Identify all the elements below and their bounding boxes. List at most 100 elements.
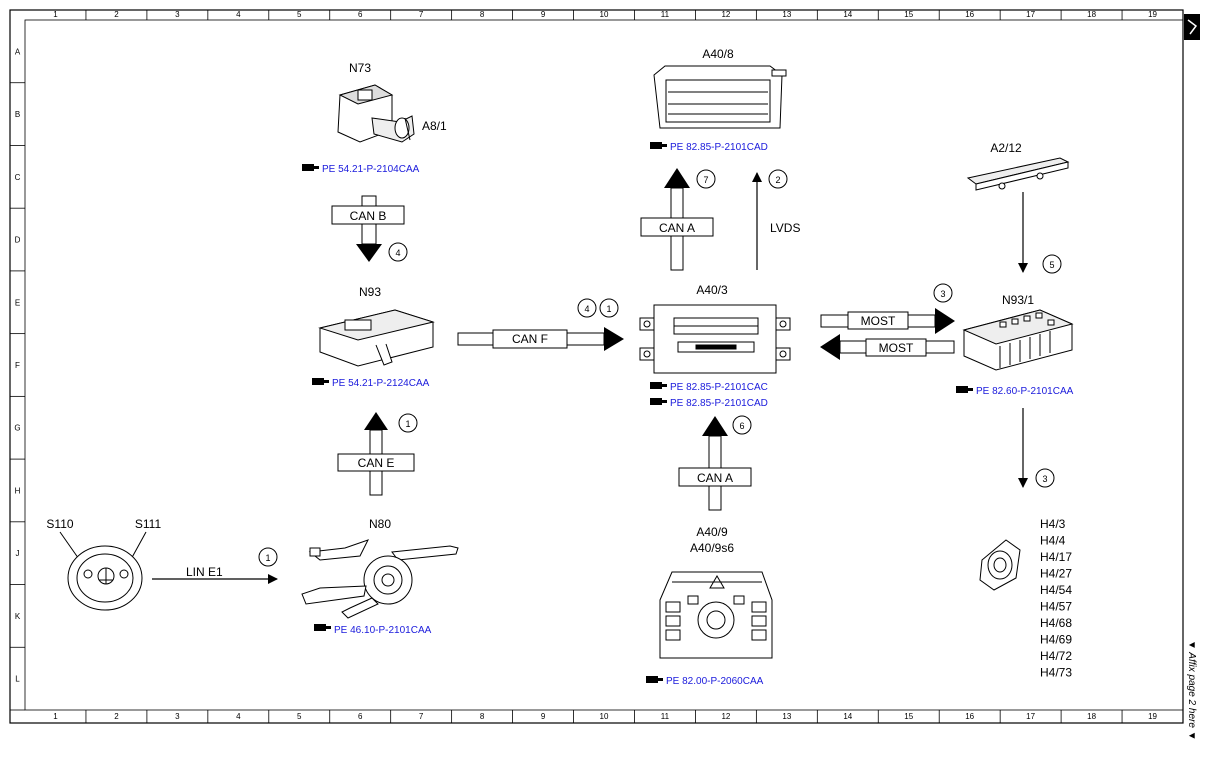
display-unit-illustration xyxy=(653,65,787,129)
ref-pointer-icon xyxy=(302,164,319,171)
step-badge: 4 xyxy=(395,248,400,258)
grid-row-label: H xyxy=(15,486,21,495)
grid-column-label: 14 xyxy=(843,712,852,721)
grid-column-label: 3 xyxy=(175,712,180,721)
speaker-label: H4/54 xyxy=(1040,583,1072,597)
speaker-label: H4/69 xyxy=(1040,633,1072,647)
a8-1-label: A8/1 xyxy=(422,119,447,133)
a40-8-component: A40/8 PE 82.85-P-2101CAD xyxy=(650,47,787,153)
can-b-label: CAN B xyxy=(350,209,387,223)
ref-pointer-icon xyxy=(650,398,667,405)
speaker-label: H4/27 xyxy=(1040,567,1072,581)
grid-column-label: 5 xyxy=(297,712,302,721)
ref-pointer-icon xyxy=(314,624,331,631)
grid-column-label: 14 xyxy=(843,10,852,19)
a40-3-ref-link-2[interactable]: PE 82.85-P-2101CAD xyxy=(670,398,768,409)
grid-column-label: 11 xyxy=(661,10,670,19)
speakers-component: H4/3H4/4H4/17H4/27H4/54H4/57H4/68H4/69H4… xyxy=(979,517,1072,680)
speaker-label: H4/73 xyxy=(1040,666,1072,680)
step-badge: 1 xyxy=(405,419,410,429)
ref-pointer-icon xyxy=(312,378,329,385)
grid-column-label: 10 xyxy=(600,10,609,19)
drawing-frame: 1122334455667788991010111112121313141415… xyxy=(9,9,1184,724)
amplifier-illustration xyxy=(962,309,1074,371)
n93-ref-link[interactable]: PE 54.21-P-2124CAA xyxy=(332,378,430,389)
grid-row-label: J xyxy=(16,549,20,558)
step-badge: 5 xyxy=(1049,260,1054,270)
a40-3-label: A40/3 xyxy=(696,283,728,297)
steering-wheel-component: S110 S111 xyxy=(46,517,161,611)
step-badge: 2 xyxy=(775,175,780,185)
n80-ref-link[interactable]: PE 46.10-P-2101CAA xyxy=(334,625,432,636)
grid-row-label: G xyxy=(14,424,20,433)
speaker-label: H4/57 xyxy=(1040,600,1072,614)
speaker-label: H4/4 xyxy=(1040,534,1066,548)
grid-row-label: F xyxy=(15,361,20,370)
grid-column-label: 4 xyxy=(236,712,241,721)
step-badge: 3 xyxy=(1042,474,1047,484)
grid-column-label: 1 xyxy=(53,10,58,19)
n93-1-ref-link[interactable]: PE 82.60-P-2101CAA xyxy=(976,386,1074,397)
grid-column-label: 9 xyxy=(541,712,546,721)
a40-9-label: A40/9 xyxy=(696,525,728,539)
grid-column-label: 11 xyxy=(661,712,670,721)
grid-column-label: 19 xyxy=(1148,10,1157,19)
n73-ref-link[interactable]: PE 54.21-P-2104CAA xyxy=(322,164,420,175)
grid-row-label: E xyxy=(15,298,20,307)
lvds-label: LVDS xyxy=(770,221,800,235)
step-badge: 1 xyxy=(606,304,611,314)
speaker-label: H4/17 xyxy=(1040,550,1072,564)
a40-8-label: A40/8 xyxy=(702,47,734,61)
n93-component: N93 PE 54.21-P-2124CAA xyxy=(312,285,435,389)
a40-3-ref-link-1[interactable]: PE 82.85-P-2101CAC xyxy=(670,382,768,393)
most-left-label: MOST xyxy=(879,341,914,355)
grid-column-label: 16 xyxy=(965,712,974,721)
grid-column-label: 12 xyxy=(721,712,730,721)
steering-wheel-icon xyxy=(59,531,147,611)
ref-pointer-icon xyxy=(650,142,667,149)
step-badge: 4 xyxy=(584,304,589,314)
n93-1-label: N93/1 xyxy=(1002,293,1034,307)
step-badge: 6 xyxy=(739,421,744,431)
ignition-lock-illustration xyxy=(337,84,415,143)
a40-3-component: A40/3 PE 82.85-P-2101CAC PE 82.85-P-2101… xyxy=(639,283,791,409)
ref-pointer-icon xyxy=(646,676,663,683)
a40-9s6-label: A40/9s6 xyxy=(690,541,734,555)
grid-column-label: 4 xyxy=(236,10,241,19)
grid-column-label: 9 xyxy=(541,10,546,19)
grid-column-label: 17 xyxy=(1026,712,1035,721)
step-badge: 1 xyxy=(265,553,270,563)
a2-12-component: A2/12 5 xyxy=(966,141,1070,274)
grid-column-label: 19 xyxy=(1148,712,1157,721)
a40-8-ref-link[interactable]: PE 82.85-P-2101CAD xyxy=(670,142,768,153)
grid-row-label: K xyxy=(15,612,21,621)
can-a-top-label: CAN A xyxy=(659,221,695,235)
grid-row-label: A xyxy=(15,47,21,56)
grid-column-label: 17 xyxy=(1026,10,1035,19)
grid-column-label: 6 xyxy=(358,712,363,721)
grid-column-label: 13 xyxy=(782,712,791,721)
grid-column-label: 13 xyxy=(782,10,791,19)
n80-label: N80 xyxy=(369,517,391,531)
n93-1-component: N93/1 PE 82.60-P-2101CAA xyxy=(956,293,1074,397)
grid-column-label: 1 xyxy=(53,712,58,721)
grid-column-label: 8 xyxy=(480,712,485,721)
step-badge: 3 xyxy=(940,289,945,299)
grid-column-label: 18 xyxy=(1087,10,1096,19)
a40-9-ref-link[interactable]: PE 82.00-P-2060CAA xyxy=(666,676,764,687)
step-badge: 7 xyxy=(703,175,708,185)
antenna-module-illustration xyxy=(966,157,1070,191)
affix-page-text: ▼ Affix page 2 here ▼ xyxy=(1186,640,1197,741)
can-e-connection: CAN E 1 xyxy=(337,412,418,496)
lin-e1-connection: LIN E1 1 xyxy=(152,547,278,584)
n73-label: N73 xyxy=(349,61,371,75)
ref-pointer-icon xyxy=(956,386,973,393)
can-f-connection: CAN F 4 1 xyxy=(457,298,624,351)
a40-9-component: A40/9 A40/9s6 PE 82.00-P-2060CAA xyxy=(646,525,773,687)
grid-column-label: 18 xyxy=(1087,712,1096,721)
lvds-connection: LVDS 2 xyxy=(752,169,800,270)
speaker-icon xyxy=(979,539,1021,591)
control-panel-illustration xyxy=(659,571,773,659)
n93-label: N93 xyxy=(359,285,381,299)
